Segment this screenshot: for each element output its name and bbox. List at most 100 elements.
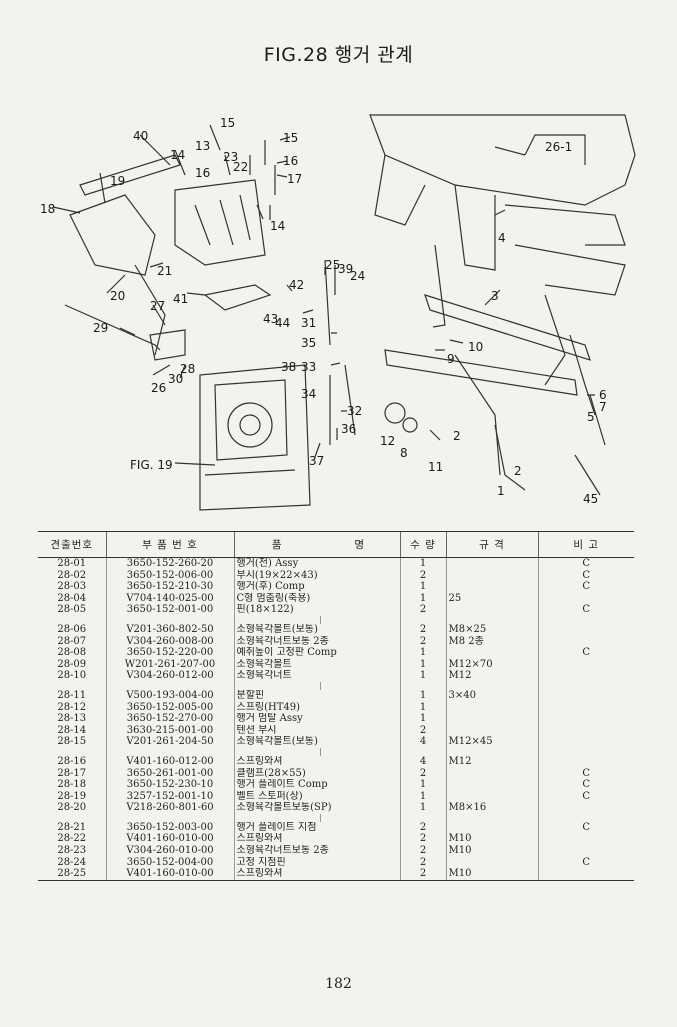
page-number: 182	[325, 976, 352, 992]
cell-remarks: C	[537, 856, 634, 869]
callout-35: 35	[301, 336, 316, 350]
header-ref-no: 견출번호	[38, 531, 106, 558]
group-spacer	[38, 813, 634, 822]
callout-14-b: 14	[270, 219, 285, 233]
cell-ref-no: 28-24	[57, 856, 87, 868]
cell-spec	[445, 856, 538, 869]
cell-part-name: 행거 멈탈 Assy	[233, 713, 400, 725]
callout-2-b: 2	[514, 464, 522, 478]
cell-quantity: 2	[399, 833, 446, 846]
cell-remarks	[537, 658, 634, 671]
cell-part-name: 소형육각볼트(보통)	[233, 623, 400, 636]
cell-part-number: V500-193-004-00	[105, 689, 234, 702]
callout-8: 8	[400, 446, 408, 460]
cell-remarks	[537, 724, 634, 737]
cell-part-number: V401-160-010-00	[105, 868, 234, 881]
cell-quantity: 1	[399, 701, 446, 714]
cell-ref-no: 28-10	[57, 670, 87, 682]
callout-33: 33	[301, 360, 316, 374]
callout-15: 15	[220, 116, 235, 130]
cell-part-number: 3650-152-003-00	[105, 821, 234, 834]
cell-part-number: 3650-152-260-20	[105, 557, 234, 570]
cell-spec	[445, 701, 538, 714]
cell-remarks	[537, 755, 634, 768]
cell-spec	[445, 821, 538, 834]
cell-remarks	[537, 623, 634, 636]
cell-remarks	[537, 701, 634, 714]
cell-quantity: 1	[399, 658, 446, 671]
group-spacer	[38, 615, 634, 624]
cell-part-number: 3650-261-001-00	[105, 767, 234, 780]
diagram-drawing: 40 15 13 14 23 22 16 15 16 17 19 18 14 2…	[40, 114, 636, 511]
cell-spec: M10	[445, 868, 538, 881]
cell-spec	[445, 569, 538, 582]
cell-part-number: 3650-152-220-00	[105, 647, 234, 659]
cell-ref-no: 28-17	[57, 767, 87, 779]
cell-quantity: 4	[399, 736, 446, 748]
callout-36: 36	[341, 422, 356, 436]
exploded-parts-diagram: 40 15 13 14 23 22 16 15 16 17 19 18 14 2…	[25, 95, 655, 515]
callout-14: 14	[170, 148, 185, 162]
cell-part-name: 핀(18×122)	[233, 604, 400, 616]
table-header-row: 견출번호 부 품 번 호 품 명 수 량 규 격 비 고	[38, 531, 634, 558]
cell-spec	[445, 790, 538, 803]
cell-part-number: 3650-152-270-00	[105, 713, 234, 725]
callout-9: 9	[447, 352, 455, 366]
cell-remarks: C	[537, 767, 634, 780]
cell-ref-no: 28-16	[57, 755, 87, 767]
callout-11: 11	[428, 460, 443, 474]
cell-spec: M8 2종	[445, 635, 538, 648]
header-part-number: 부 품 번 호	[105, 531, 234, 558]
cell-remarks: C	[537, 604, 634, 616]
callout-40: 40	[133, 129, 148, 143]
cell-ref-no: 28-22	[57, 833, 87, 845]
cell-spec: M12×45	[445, 736, 538, 748]
cell-part-name: C형 멈춤링(축용)	[233, 592, 400, 605]
cell-part-number: W201-261-207-00	[105, 658, 234, 671]
cell-part-number: V201-360-802-50	[105, 623, 234, 636]
cell-part-name: 소형육각볼트	[233, 658, 400, 671]
callout-2: 2	[453, 429, 461, 443]
cell-spec	[445, 557, 538, 570]
callout-45: 45	[583, 492, 598, 506]
callout-27: 27	[150, 299, 165, 313]
cell-part-number: 3257-152-001-10	[105, 790, 234, 803]
cell-quantity: 1	[399, 779, 446, 791]
header-name-2: 명	[320, 531, 400, 558]
callout-22: 22	[233, 160, 248, 174]
cell-quantity: 1	[399, 670, 446, 682]
cell-part-name: 행거 플레이트 지점	[233, 821, 400, 834]
callout-29: 29	[93, 321, 108, 335]
cell-ref-no: 28-05	[57, 604, 87, 616]
callout-3: 3	[491, 289, 499, 303]
cell-ref-no: 28-19	[57, 790, 87, 802]
cell-part-number: V304-260-010-00	[105, 845, 234, 857]
cell-part-number: V304-260-008-00	[105, 635, 234, 648]
cell-quantity: 2	[399, 767, 446, 780]
cell-remarks	[537, 868, 634, 881]
cell-remarks	[537, 689, 634, 702]
cell-spec: M12	[445, 670, 538, 682]
cell-spec	[445, 604, 538, 616]
cell-part-number: 3650-152-001-00	[105, 604, 234, 616]
cell-part-name: 부시(19×22×43)	[233, 569, 400, 582]
callout-18: 18	[40, 202, 55, 216]
cell-ref-no: 28-12	[57, 701, 87, 713]
cell-part-name: 스프링와셔	[233, 833, 400, 846]
cell-spec: M10	[445, 845, 538, 857]
cell-part-number: 3650-152-005-00	[105, 701, 234, 714]
cell-spec: 25	[445, 592, 538, 605]
cell-part-number: 3650-152-210-30	[105, 581, 234, 593]
callout-30: 30	[168, 372, 183, 386]
group-spacer	[38, 747, 634, 756]
